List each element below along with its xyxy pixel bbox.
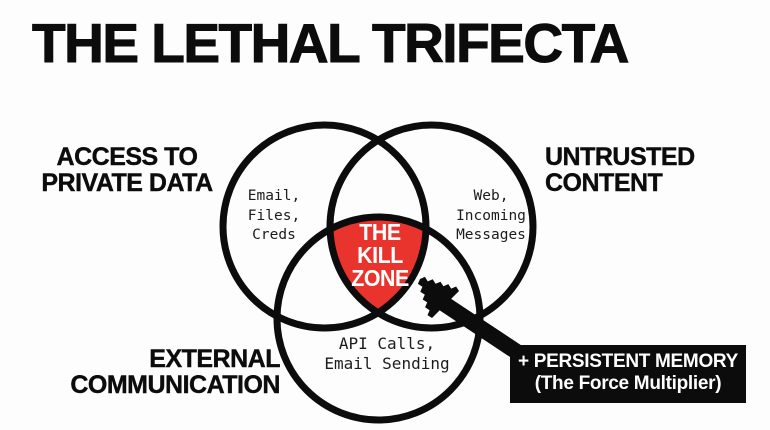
untrusted-content-items: Web, Incoming Messages	[456, 188, 526, 243]
callout-line-1: + PERSISTENT MEMORY	[517, 351, 739, 372]
annotation-arrow-head	[417, 276, 459, 318]
callout-line-2: (The Force Multiplier)	[534, 373, 722, 394]
label-external-communication: EXTERNAL COMMUNICATION	[70, 345, 281, 399]
kill-zone-label: THE KILL ZONE	[351, 219, 409, 291]
label-untrusted-content: UNTRUSTED CONTENT	[545, 143, 696, 197]
external-communication-items: API Calls, Email Sending	[324, 334, 450, 373]
private-data-items: Email, Files, Creds	[247, 188, 301, 243]
slide-title: THE LETHAL TRIFECTA	[32, 12, 630, 74]
persistent-memory-callout: + PERSISTENT MEMORY (The Force Multiplie…	[510, 345, 746, 403]
label-access-private-data: ACCESS TO PRIVATE DATA	[41, 143, 213, 197]
